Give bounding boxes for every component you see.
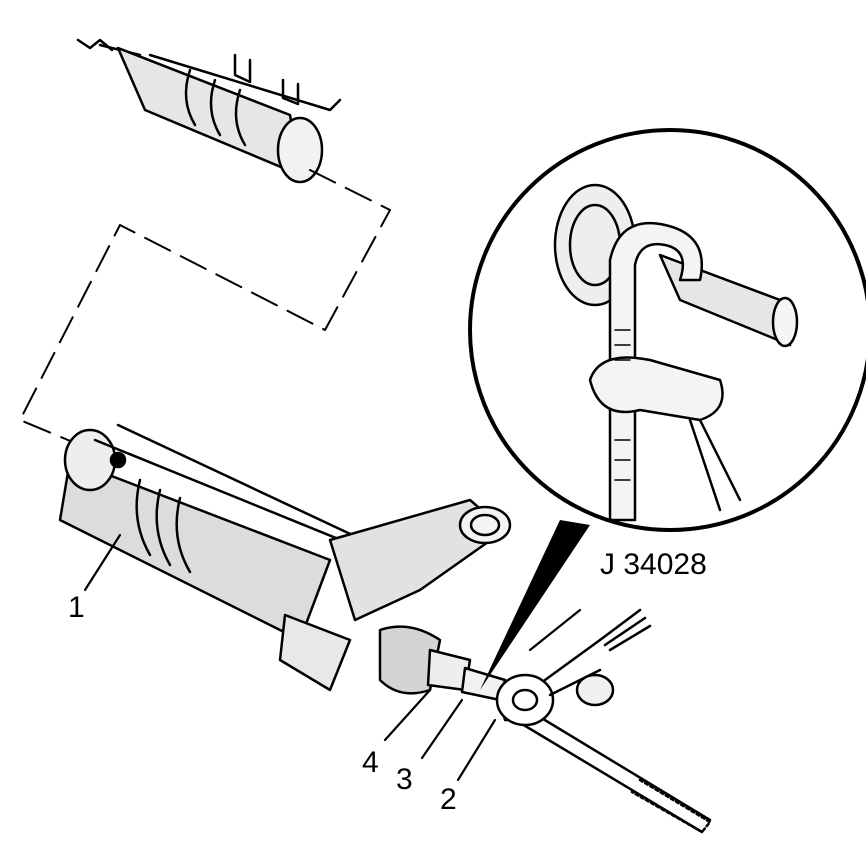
leader-4 [383, 688, 432, 742]
steering-gear-housing [58, 423, 512, 702]
leader-1 [83, 533, 122, 592]
callout-3: 3 [396, 763, 413, 796]
leader-tool [528, 608, 582, 652]
callout-4: 4 [362, 746, 379, 779]
detail-magnifier [468, 128, 866, 532]
tool-j34028 [495, 608, 652, 727]
leader-3 [420, 698, 464, 760]
detail-view [553, 183, 799, 522]
callout-2: 2 [440, 783, 457, 816]
detached-cylinder [76, 38, 342, 184]
tool-label: J 34028 [600, 548, 707, 581]
callout-1: 1 [68, 591, 85, 624]
magnifier-pointer [480, 520, 590, 690]
leader-2 [456, 718, 497, 782]
